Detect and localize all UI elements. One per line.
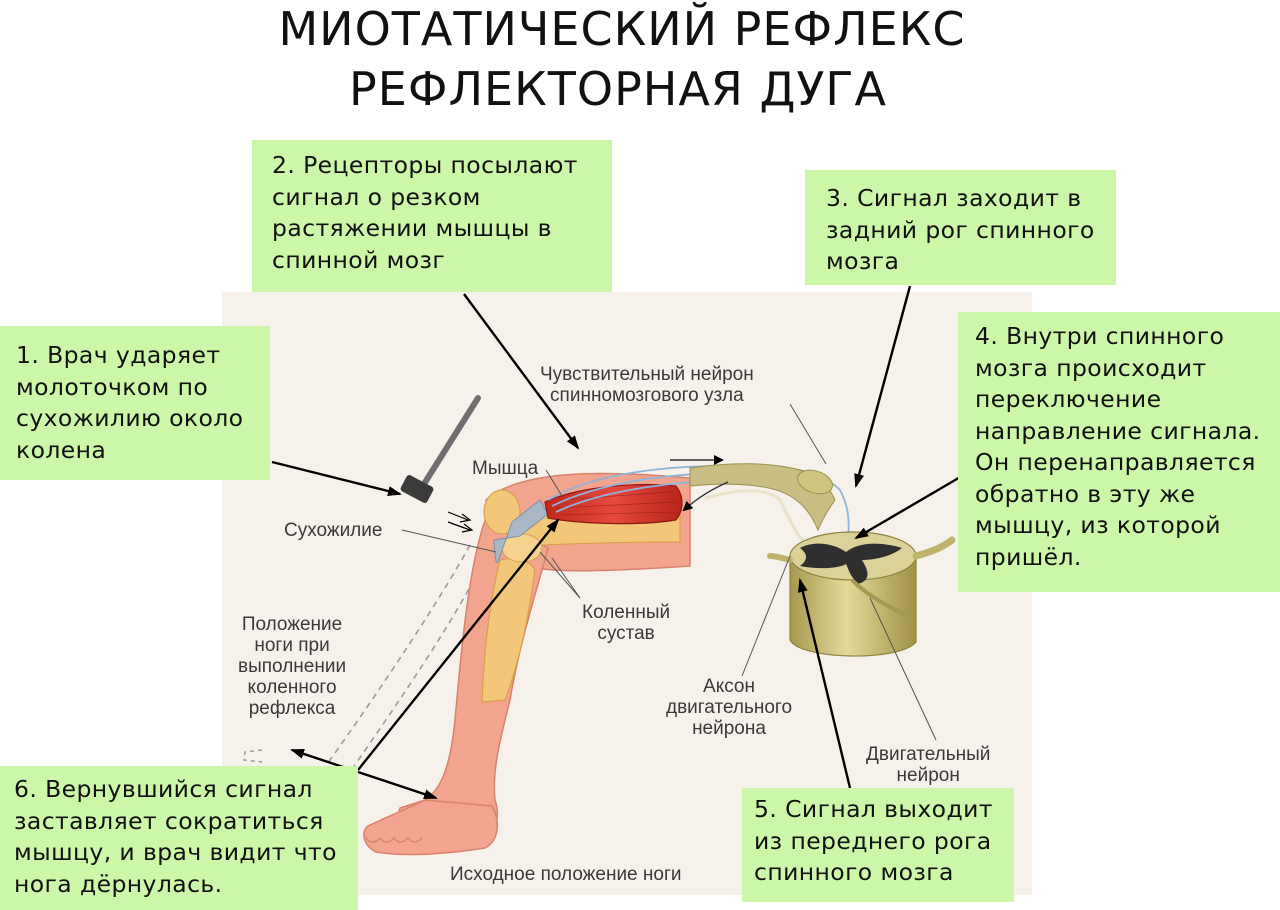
- callout-arrows: [271, 285, 963, 800]
- step-6-box: 6. Вернувшийся сигнал заставляет сократи…: [0, 766, 358, 910]
- label-leg-position: Положение ноги при выполнении коленного …: [238, 614, 347, 719]
- label-tendon: Сухожилие: [284, 520, 383, 541]
- tendon: [493, 499, 549, 563]
- tibia-bone: [481, 557, 536, 703]
- title-line-1: МИОТАТИЧЕСКИЙ РЕФЛЕКС: [278, 2, 966, 56]
- patella: [483, 489, 521, 535]
- label-initial-position: Исходное положение ноги: [450, 864, 682, 885]
- label-leaders: [401, 403, 937, 741]
- step-1-box: 1. Врач ударяет молоточком по сухожилию …: [0, 326, 270, 480]
- step-2-box: 2. Рецепторы посылают сигнал о резком ра…: [252, 140, 612, 292]
- grey-matter: [800, 543, 902, 584]
- label-sensory-neuron: Чувствительный нейрон спинномозгового уз…: [540, 364, 754, 406]
- ventral-root: [850, 578, 913, 620]
- impact-arrows: [447, 511, 474, 533]
- label-motor-axon: Аксон двигательного нейрона: [666, 676, 793, 739]
- title-line-2: РЕФЛЕКТОРНАЯ ДУГА: [349, 62, 887, 116]
- dorsal-root: [912, 536, 956, 560]
- label-muscle: Мышца: [472, 458, 539, 479]
- spinal-ganglion: [797, 469, 833, 495]
- label-knee-joint: Коленный сустав: [582, 602, 671, 644]
- step-3-box: 3. Сигнал заходит в задний рог спинного …: [805, 170, 1116, 285]
- cord-left-root: [767, 553, 793, 563]
- efferent-signal-arrow: [682, 481, 729, 512]
- hammer-handle: [421, 395, 481, 487]
- label-motor-neuron: Двигательный нейрон: [866, 744, 991, 786]
- muscle-fibers: [555, 491, 677, 516]
- step-4-box: 4. Внутри спинного мозга происходит пере…: [958, 312, 1280, 592]
- dashed-foot-outline: [243, 749, 281, 811]
- hammer-head: [400, 475, 434, 503]
- toes: [365, 836, 423, 843]
- step-5-box: 5. Сигнал выходит из переднего рога спин…: [742, 788, 1014, 902]
